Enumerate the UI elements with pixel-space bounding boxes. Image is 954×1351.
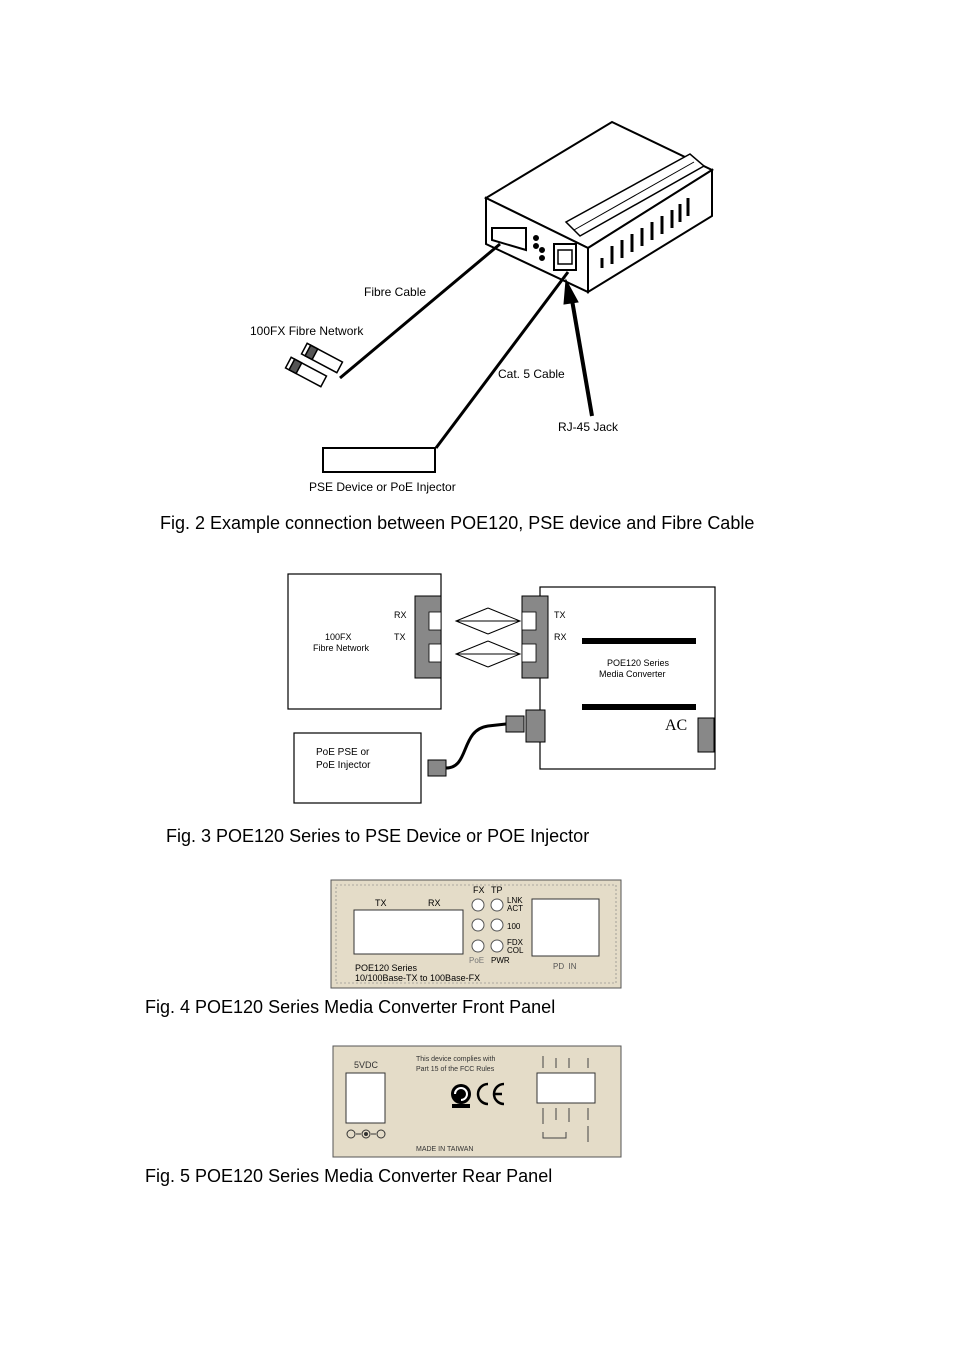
front-tx-label: TX [375, 898, 387, 908]
fibre-cable-label: Fibre Cable [364, 285, 426, 299]
fig4-front-panel: TX RX FX TP LNK ACT 100 FDX COL PoE PWR … [330, 879, 622, 989]
dip-switch-window [536, 1072, 596, 1104]
right-rx-label: RX [554, 632, 567, 642]
polarity-icon [346, 1129, 386, 1139]
cat5-label: Cat. 5 Cable [498, 367, 565, 381]
ac-port [697, 717, 715, 753]
ce-mark-icon [476, 1082, 505, 1106]
right-fibre-port [521, 595, 549, 679]
front-series-label: POE120 Series [355, 963, 418, 973]
lnk-label: LNK [507, 896, 523, 905]
rj45-arrow [563, 278, 594, 417]
fdx-label: FDX [507, 938, 524, 947]
fig3-caption: Fig. 3 POE120 Series to PSE Device or PO… [166, 826, 590, 846]
pse-label-1: PoE PSE or [316, 747, 370, 758]
converter-label-2: Media Converter [599, 669, 666, 679]
converter-box [539, 586, 716, 770]
fibre-network-label: 100FX Fibre Network [250, 324, 364, 338]
fig5-caption: Fig. 5 POE120 Series Media Converter Rea… [145, 1166, 553, 1186]
fibre-connector-drawing [284, 342, 344, 388]
rj45-label: RJ-45 Jack [558, 420, 619, 434]
poe-label: PoE [469, 956, 484, 965]
speed-label: 100 [507, 922, 521, 931]
left-tx-label: TX [394, 632, 406, 642]
right-tx-label: TX [554, 610, 566, 620]
fig2-caption: Fig. 2 Example connection between POE120… [160, 513, 755, 533]
col-label: COL [507, 946, 524, 955]
rj45-port [525, 709, 546, 743]
fig2-illustration: Fibre Cable 100FX Fibre Network Cat. 5 C… [250, 120, 715, 494]
fig4-caption: Fig. 4 POE120 Series Media Converter Fro… [145, 997, 556, 1017]
made-in-label: MADE IN TAIWAN [416, 1146, 473, 1153]
cable-lines [339, 242, 570, 449]
ac-label: AC [665, 717, 687, 734]
vdc-label: 5VDC [354, 1060, 379, 1070]
pd-in-label: PD IN [553, 962, 577, 971]
rj45-port-window [531, 898, 600, 957]
fcc-line-1: This device complies with [416, 1056, 495, 1063]
fibre-port-window [353, 909, 464, 955]
front-rx-label: RX [428, 898, 441, 908]
act-label: ACT [507, 904, 523, 913]
tp-label: TP [491, 885, 503, 895]
nemko-mark-icon [451, 1084, 471, 1108]
power-jack-window [345, 1072, 386, 1124]
left-rx-label: RX [394, 610, 407, 620]
fig3-diagram: RX TX 100FX Fibre Network TX RX POE120 S… [287, 573, 716, 804]
left-fibre-port [414, 595, 442, 679]
media-converter-drawing [483, 120, 715, 294]
fibre-link-arrows [454, 607, 522, 668]
pse-label-2: PoE Injector [316, 760, 371, 771]
network-label-1: 100FX [325, 632, 352, 642]
pse-label: PSE Device or PoE Injector [309, 480, 456, 494]
converter-label-1: POE120 Series [607, 658, 670, 668]
dip-switch-labels [542, 1056, 589, 1142]
pwr-label: PWR [491, 956, 510, 965]
poe-cable [445, 722, 507, 770]
led-indicators [471, 898, 504, 953]
front-desc-label: 10/100Base-TX to 100Base-FX [355, 973, 480, 983]
pse-device-rect [322, 447, 436, 473]
pse-box [293, 732, 422, 804]
network-label-2: Fibre Network [313, 643, 370, 653]
fig5-rear-panel: 5VDC This device complies with Part 15 o… [332, 1045, 622, 1158]
fcc-line-2: Part 15 of the FCC Rules [416, 1066, 495, 1073]
fx-label: FX [473, 885, 485, 895]
